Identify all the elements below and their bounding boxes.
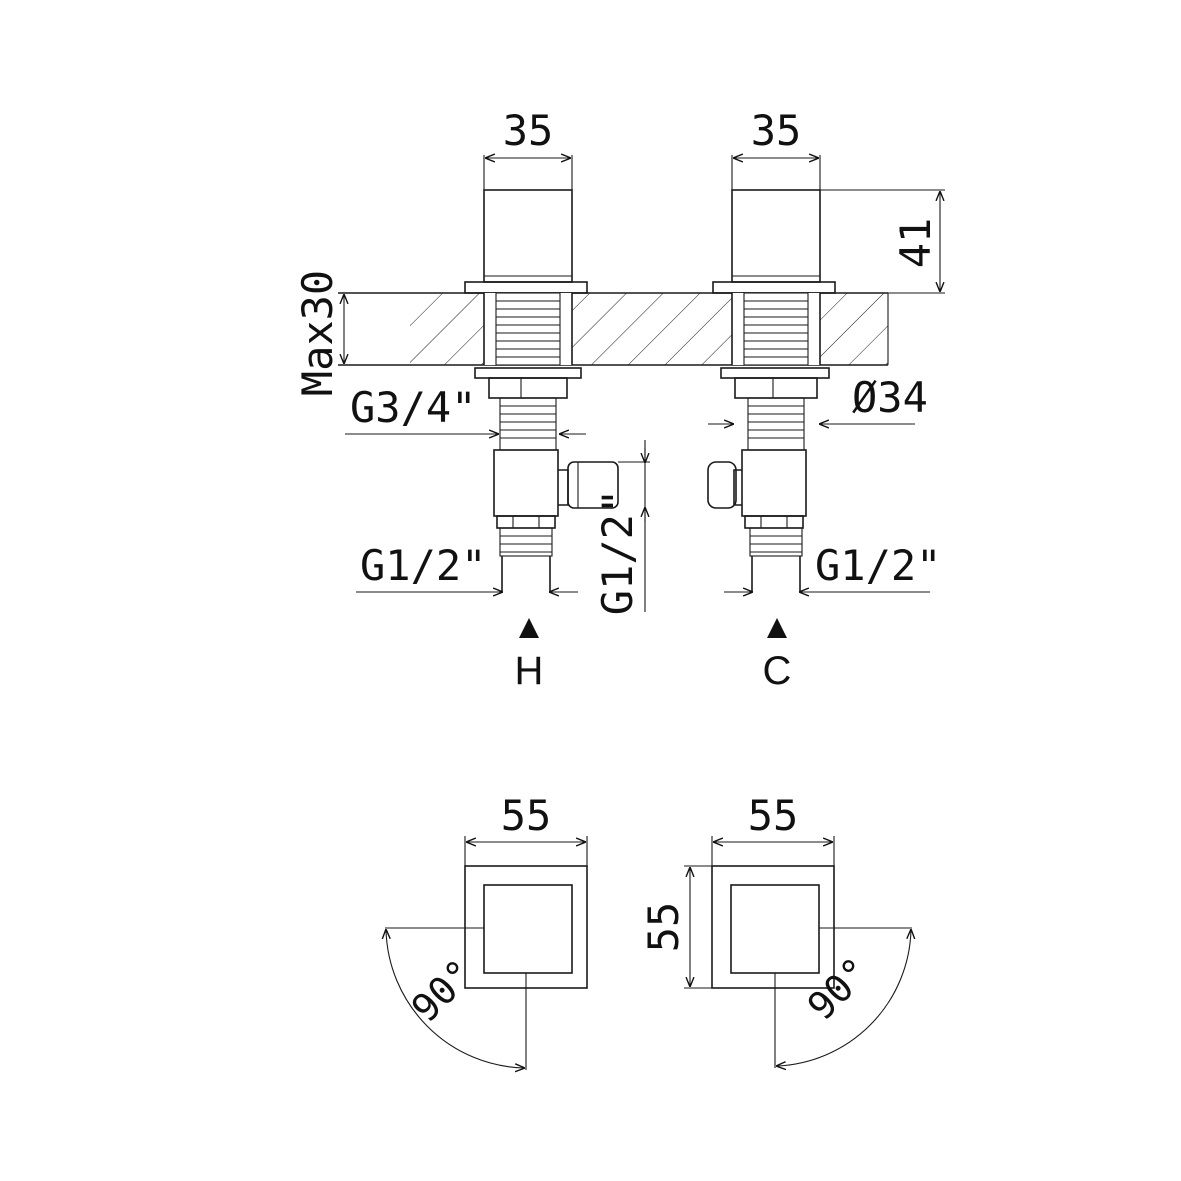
dim-width-right: 35 <box>731 106 821 190</box>
dim-nut-diameter: Ø34 <box>708 373 928 424</box>
dim-label: 55 <box>501 791 552 840</box>
dim-handle-height: 41 <box>820 189 945 294</box>
dim-label: 55 <box>748 791 799 840</box>
front-view: 35 35 41 Max30 G3/4" <box>293 106 945 693</box>
dim-inlet-left: G1/2" <box>356 541 578 592</box>
dim-outlet-side: G1/2" <box>593 440 650 615</box>
hot-label: H <box>515 649 544 693</box>
dim-label: G3/4" <box>350 383 476 432</box>
cold-marker: C <box>763 618 792 693</box>
top-view: 55 90° 55 55 90° <box>385 791 912 1070</box>
top-view-right: 55 55 90° <box>639 791 912 1068</box>
up-arrow-icon <box>767 618 787 638</box>
dim-label: Max30 <box>293 270 342 396</box>
dim-max-thickness: Max30 <box>293 270 344 396</box>
hot-marker: H <box>515 618 544 693</box>
dim-thread-shank: G3/4" <box>345 383 586 434</box>
dim-label: 35 <box>503 106 554 155</box>
dim-label: G1/2" <box>593 489 642 615</box>
dim-label: G1/2" <box>815 541 941 590</box>
dim-label: G1/2" <box>360 541 486 590</box>
up-arrow-icon <box>519 618 539 638</box>
cold-label: C <box>763 649 792 693</box>
top-view-left: 55 90° <box>385 791 588 1070</box>
dim-label: 90° <box>403 951 483 1031</box>
dim-label: 35 <box>751 106 802 155</box>
dim-label: Ø34 <box>852 373 928 422</box>
dim-inlet-right: G1/2" <box>724 541 941 592</box>
dim-label: 90° <box>799 949 879 1029</box>
valve-cold <box>707 189 836 592</box>
dim-label: 55 <box>639 902 688 953</box>
dim-label: 41 <box>891 218 940 269</box>
dim-width-left: 35 <box>483 106 573 190</box>
valve-hot <box>464 189 619 592</box>
